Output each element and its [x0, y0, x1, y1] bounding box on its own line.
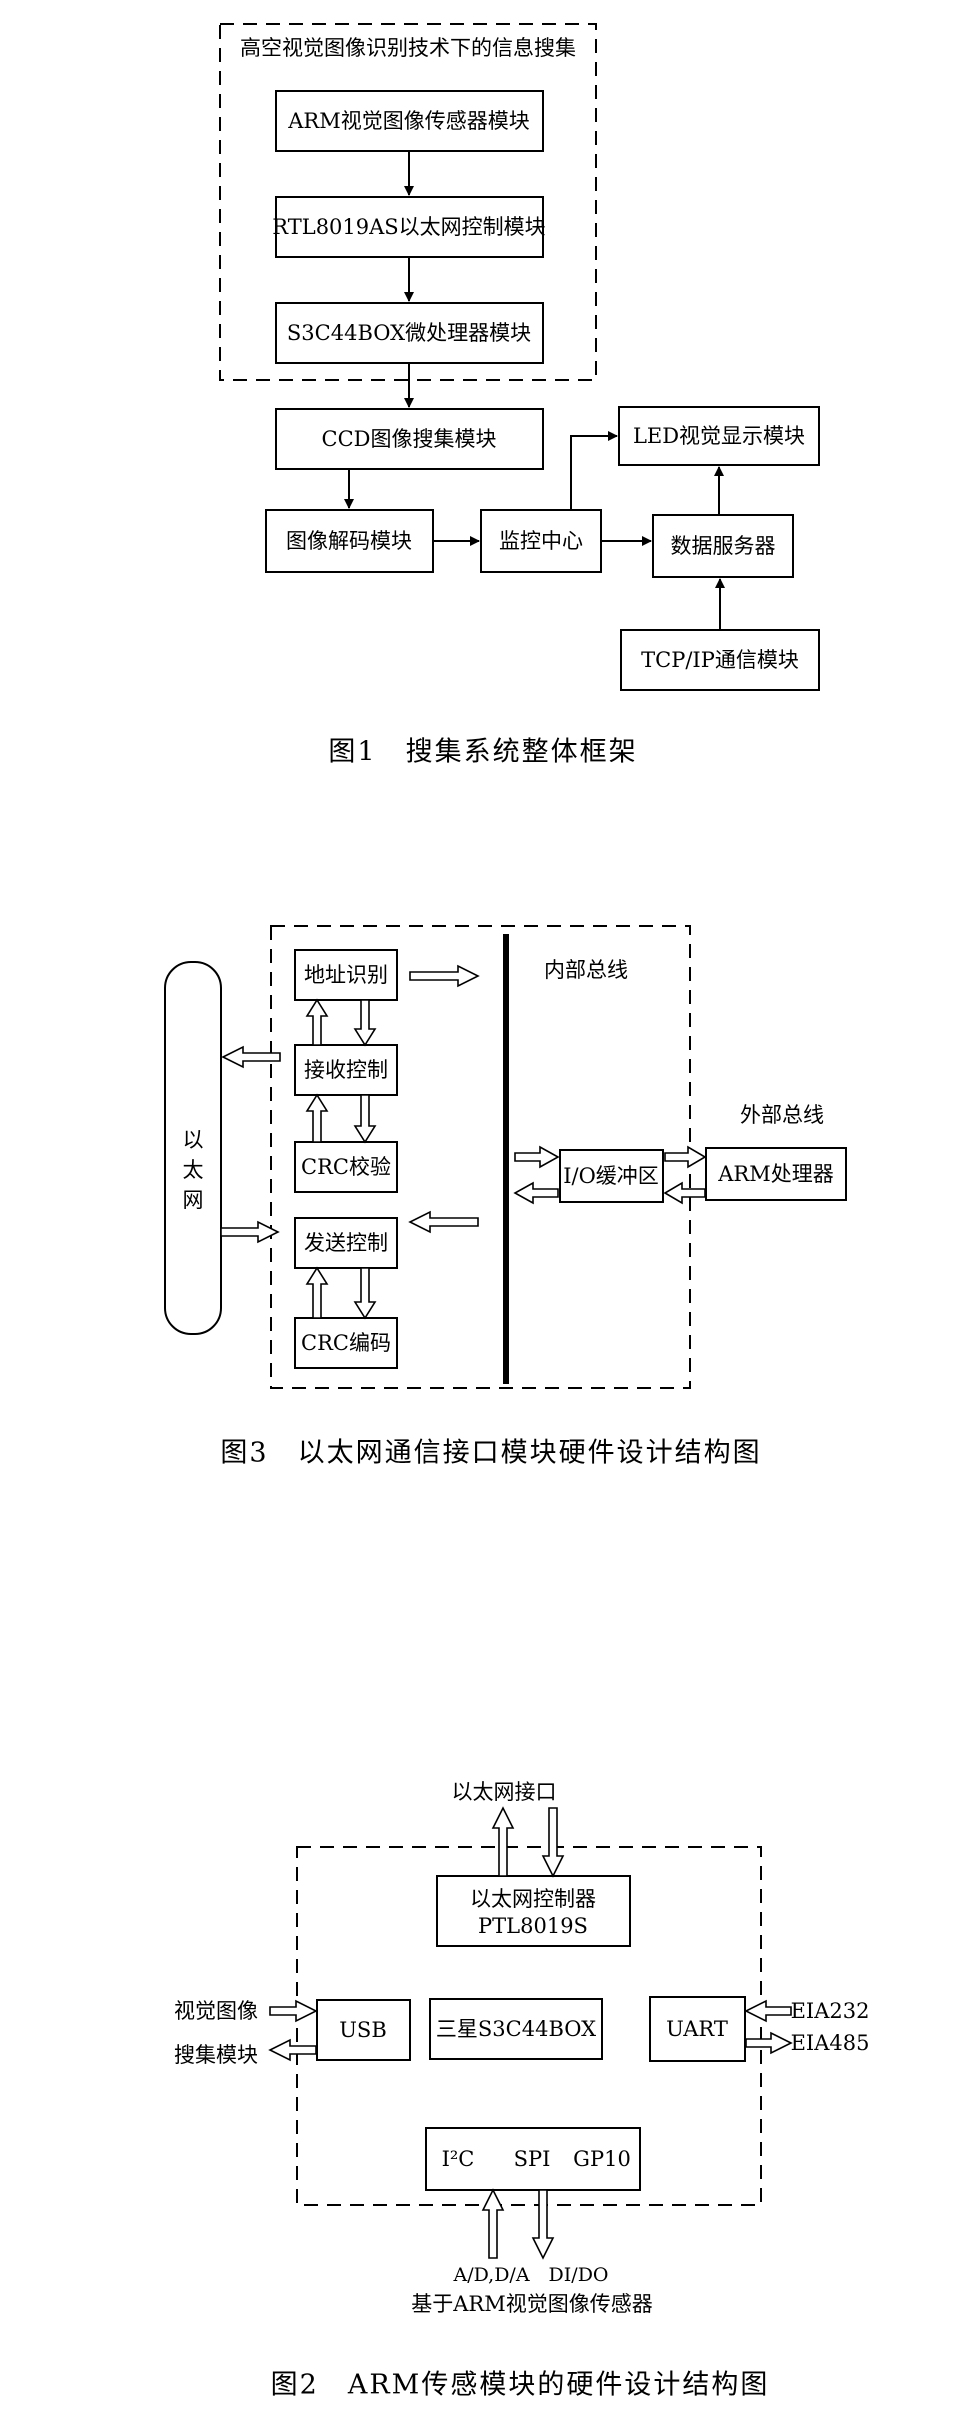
fig3-caption: 图3 以太网通信接口模块硬件设计结构图 — [220, 1438, 761, 1469]
arm-sensor-base-label: 基于ARM视觉图像传感器 — [411, 2292, 652, 2316]
io-buffer-box: I/O缓冲区 — [559, 1149, 664, 1203]
s3c-micro-label: S3C44BOX微处理器模块 — [287, 321, 531, 345]
ethernet-medium: 以 太 网 — [164, 961, 222, 1335]
monitor-center-box: 监控中心 — [480, 509, 602, 573]
tcpip-module-box: TCP/IP通信模块 — [620, 629, 820, 691]
ethernet-char-3: 网 — [183, 1188, 204, 1212]
fig1-caption: 图1 搜集系统整体框架 — [328, 737, 637, 768]
figure-2: 以太网接口 以太网控制器 PTL8019S USB 三星S3C44BOX UAR… — [174, 1780, 869, 2401]
ccd-capture-box: CCD图像搜集模块 — [275, 408, 544, 470]
video-capture-label-1: 视觉图像 — [174, 1999, 258, 2023]
container-label: 高空视觉图像识别技术下的信息搜集 — [240, 36, 576, 60]
internal-bus-label: 内部总线 — [544, 958, 628, 982]
ethernet-char-2: 太 — [183, 1158, 204, 1182]
send-ctrl-label: 发送控制 — [304, 1231, 388, 1255]
addr-recog-label: 地址识别 — [304, 963, 388, 987]
io-buffer-label: I/O缓冲区 — [563, 1164, 659, 1188]
internal-bus-line — [503, 934, 509, 1384]
io-interface-box: I²C SPI GP10 — [425, 2127, 641, 2191]
recv-ctrl-box: 接收控制 — [294, 1044, 398, 1096]
eth-ctrl-label-1: 以太网控制器 — [470, 1887, 596, 1911]
fig1-arrows — [344, 151, 725, 630]
arm-proc-box: ARM处理器 — [705, 1147, 847, 1201]
fig2-caption: 图2 ARM传感模块的硬件设计结构图 — [271, 2370, 770, 2401]
figure-3: 以 太 网 地址识别 接收控制 CRC校验 发送控制 CRC编码 内部总线 外部… — [164, 925, 847, 1469]
rtl-ethernet-label: RTL8019AS以太网控制模块 — [272, 215, 545, 239]
uart-label: UART — [666, 2017, 728, 2041]
recv-ctrl-label: 接收控制 — [304, 1058, 388, 1082]
ccd-capture-label: CCD图像搜集模块 — [322, 427, 497, 451]
monitor-center-label: 监控中心 — [499, 529, 583, 553]
addr-recog-box: 地址识别 — [294, 949, 398, 1001]
arm-sensor-module-container — [296, 1846, 762, 2206]
image-decode-box: 图像解码模块 — [265, 509, 434, 573]
samsung-box: 三星S3C44BOX — [429, 1998, 603, 2060]
external-bus-label: 外部总线 — [740, 1103, 824, 1127]
eia232-label: EIA232 — [791, 1999, 870, 2023]
eth-port-label: 以太网接口 — [452, 1780, 557, 1804]
tcpip-module-label: TCP/IP通信模块 — [641, 648, 799, 672]
eth-ctrl-label-2: PTL8019S — [478, 1914, 588, 1938]
fig2-hollow-arrows — [268, 1806, 793, 2260]
ethernet-char-1: 以 — [183, 1128, 204, 1152]
i2c-label: I²C — [442, 2147, 475, 2171]
video-capture-label-2: 搜集模块 — [174, 2043, 258, 2067]
eth-ctrl-box: 以太网控制器 PTL8019S — [436, 1875, 631, 1947]
rtl-ethernet-box: RTL8019AS以太网控制模块 — [272, 196, 546, 258]
crc-check-label: CRC校验 — [301, 1155, 391, 1179]
crc-encode-box: CRC编码 — [294, 1317, 398, 1369]
image-decode-label: 图像解码模块 — [286, 529, 412, 553]
arm-sensor-label: ARM视觉图像传感器模块 — [287, 109, 529, 133]
fig3-hollow-arrows — [220, 964, 707, 1320]
send-ctrl-box: 发送控制 — [294, 1217, 398, 1269]
arm-sensor-box: ARM视觉图像传感器模块 — [275, 90, 544, 152]
figure-1: 高空视觉图像识别技术下的信息搜集 ARM视觉图像传感器模块 RTL8019AS以… — [219, 23, 820, 768]
samsung-label: 三星S3C44BOX — [436, 2017, 596, 2041]
spi-label: SPI — [514, 2147, 551, 2171]
led-display-label: LED视觉显示模块 — [633, 424, 805, 448]
gp10-label: GP10 — [573, 2147, 631, 2171]
adda-label: A/D,D/A DI/DO — [452, 2264, 608, 2286]
usb-label: USB — [339, 2018, 387, 2042]
data-server-box: 数据服务器 — [652, 514, 794, 578]
arm-proc-label: ARM处理器 — [717, 1162, 833, 1186]
data-server-label: 数据服务器 — [671, 534, 776, 558]
crc-check-box: CRC校验 — [294, 1141, 398, 1193]
s3c-micro-box: S3C44BOX微处理器模块 — [275, 302, 544, 364]
led-display-box: LED视觉显示模块 — [618, 406, 820, 466]
uart-box: UART — [649, 1996, 746, 2062]
eia485-label: EIA485 — [791, 2031, 870, 2055]
usb-box: USB — [316, 1999, 411, 2061]
crc-encode-label: CRC编码 — [301, 1331, 391, 1355]
